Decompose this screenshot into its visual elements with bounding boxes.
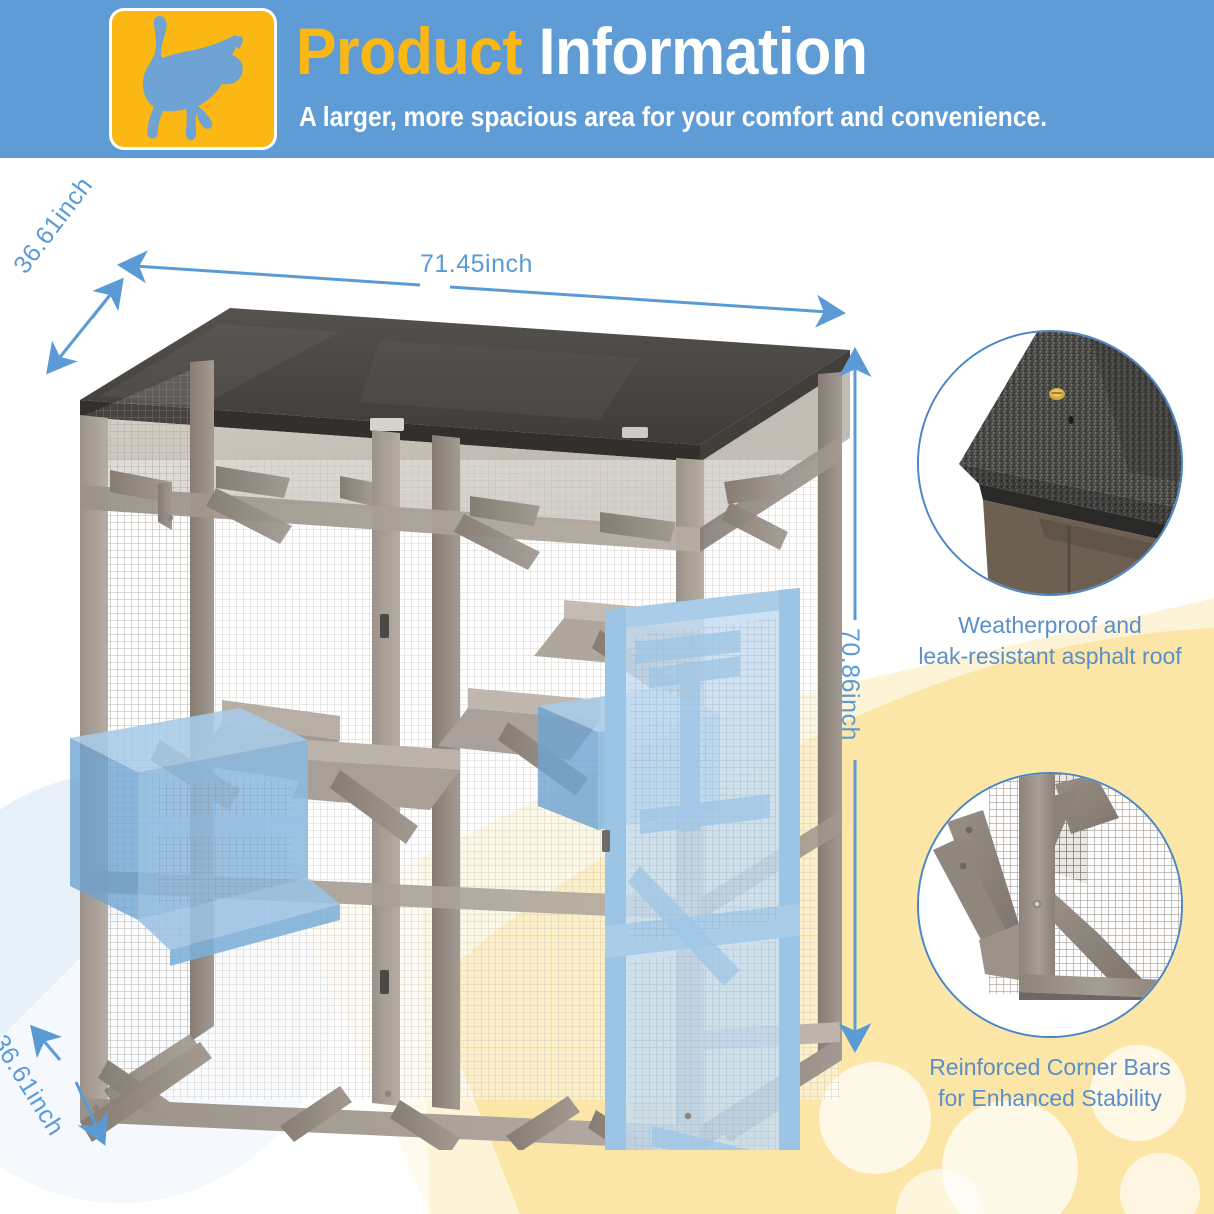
- cat-ear: [230, 36, 243, 49]
- rail-bottom: [80, 1098, 700, 1150]
- post-back-right: [818, 372, 842, 1060]
- shelf-brace-2: [330, 770, 418, 844]
- highlight-cat-house-left: [70, 708, 340, 966]
- open-door-panel: [602, 588, 800, 1150]
- diagonal-braces: [206, 488, 788, 570]
- shelf-left-upper: [222, 700, 340, 740]
- door-latch-upper: [380, 614, 389, 638]
- door-latch-lower: [380, 970, 389, 994]
- cat-silhouette-icon: [142, 15, 243, 141]
- asphalt-roof-top: [80, 308, 850, 445]
- title-accent: Product: [296, 14, 523, 88]
- callout-corner-bars: Reinforced Corner Bars for Enhanced Stab…: [900, 772, 1200, 1114]
- callout-caption-asphalt-roof: Weatherproof and leak-resistant asphalt …: [900, 610, 1200, 672]
- door-hinge: [602, 830, 610, 852]
- catio-illustration: [70, 308, 850, 1150]
- caption-line-2: leak-resistant asphalt roof: [918, 643, 1182, 669]
- cat-paw: [196, 106, 213, 129]
- caption-line-1: Weatherproof and: [958, 612, 1142, 638]
- callout-image-asphalt-roof: [917, 330, 1183, 596]
- dimension-label-width: 71.45inch: [420, 250, 533, 278]
- bottom-rail-left-receding: [80, 1042, 212, 1142]
- callout-caption-corner-bars: Reinforced Corner Bars for Enhanced Stab…: [900, 1052, 1200, 1114]
- roof-latch-2: [622, 427, 648, 438]
- cat-body: [142, 15, 243, 141]
- asphalt-roof-closeup: [919, 332, 1181, 594]
- corner-braces-top: [110, 466, 784, 542]
- shelf-mid-side: [292, 760, 460, 810]
- roof-latch: [370, 418, 404, 431]
- dimension-label-height: 70.86inch: [836, 628, 864, 741]
- roof-side-edge: [700, 350, 850, 462]
- decor-bokeh: [1120, 1153, 1200, 1214]
- title-rest: Information: [522, 14, 868, 88]
- decor-bokeh: [896, 1169, 984, 1214]
- decor-bokeh: [942, 1100, 1078, 1214]
- product-image: [40, 270, 870, 1150]
- page-subtitle: A larger, more spacious area for your co…: [299, 101, 1048, 132]
- header-banner: Product Information A larger, more spaci…: [0, 0, 1214, 158]
- callout-image-corner-bars: [917, 772, 1183, 1038]
- caption-line-1: Reinforced Corner Bars: [929, 1054, 1171, 1080]
- reinforced-corner-bar-closeup: [919, 774, 1181, 1036]
- brand-logo: [112, 11, 274, 147]
- callout-asphalt-roof: Weatherproof and leak-resistant asphalt …: [900, 330, 1200, 672]
- page-title: Product Information: [296, 12, 868, 90]
- bottom-brace-left-receding: [104, 1034, 200, 1106]
- caption-line-2: for Enhanced Stability: [938, 1085, 1162, 1111]
- decor-bokeh: [819, 1062, 931, 1174]
- decor-bokeh: [1090, 1045, 1186, 1141]
